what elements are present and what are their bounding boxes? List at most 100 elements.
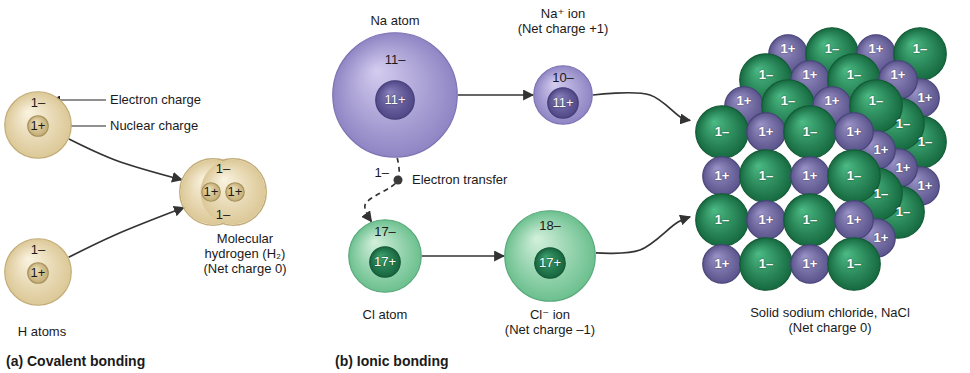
chloride-ion-sphere: 1–: [739, 237, 793, 291]
reaction-arrow: [69, 208, 184, 258]
chloride-ion-sphere: 1–: [783, 193, 837, 247]
nucleus: 1+: [225, 182, 245, 202]
node-heading: Na atom: [370, 14, 419, 29]
panel-title: (b) Ionic bonding: [335, 353, 449, 369]
text-line: (Net charge 0): [198, 262, 293, 277]
charge-label: 1+: [228, 185, 243, 200]
charge-label: 1–: [803, 213, 817, 228]
charge-label: 1–: [803, 125, 817, 140]
charge-label: 1+: [759, 213, 774, 228]
charge-label: 1–: [759, 169, 773, 184]
nucleus: 1+: [27, 262, 49, 284]
charge-label: 1+: [874, 143, 889, 158]
sodium-ion-sphere: 1+: [702, 244, 742, 284]
charge-label: 1–: [216, 208, 230, 223]
nucleus: 11+: [547, 87, 579, 119]
charge-label: 1–: [847, 68, 861, 83]
sodium-ion-sphere: 1+: [834, 112, 874, 152]
sodium-ion-sphere: 1+: [746, 200, 786, 240]
charge-label: 1–: [781, 94, 795, 109]
charge-label: 1+: [737, 94, 752, 109]
charge-label: 1+: [891, 68, 906, 83]
panel-title: (a) Covalent bonding: [6, 353, 145, 369]
charge-label: 1+: [847, 125, 862, 140]
nucleus: 1+: [201, 182, 221, 202]
text-line: Solid sodium chloride, NaCl: [750, 306, 910, 321]
charge-label: 1+: [918, 179, 933, 194]
charge-label: 1–: [869, 94, 883, 109]
nucleus: 11+: [375, 80, 415, 120]
text-line: Molecular hydrogen (H₂): [198, 232, 293, 262]
text-line: (Net charge +1): [518, 22, 609, 37]
chloride-ion-sphere: 1–: [695, 193, 749, 247]
chloride-ion: 17+18–Cl⁻ ion (Net charge –1): [504, 210, 596, 302]
charge-label: 1–: [896, 117, 910, 132]
sodium-atom: 11+Na atom11–: [332, 32, 458, 158]
charge-label: 1+: [803, 257, 818, 272]
reaction-arrow: [593, 93, 690, 121]
crystal-lattice: 1+ 1– 1+ 1– 1+ 1– 1+ 1– 1+ 1– 1+ 1– 1+ 1– 1+ 1– 1+ 1– 1+ 1–…: [690, 22, 960, 296]
electron-charge: 1–: [375, 166, 389, 181]
callout-label: Nuclear charge: [110, 119, 198, 134]
charge-label: 1–: [759, 68, 773, 83]
hydrogen-molecule: 1+1+1–1–Molecular hydrogen (H₂) (Net cha…: [179, 158, 267, 226]
text-line: (Net charge –1): [505, 323, 595, 338]
charge-label: 1+: [803, 169, 818, 184]
nucleus: 1+: [27, 115, 49, 137]
hydrogen-atom: 1+ 1–: [4, 91, 72, 159]
chloride-ion-sphere: 1–: [783, 105, 837, 159]
charge-label: 1+: [869, 42, 884, 57]
charge-label: 11+: [552, 96, 573, 111]
charge-label: 1+: [31, 266, 46, 281]
sodium-ion: 11+Na⁺ ion (Net charge +1)10–: [533, 65, 593, 125]
charge-label: 1+: [31, 119, 46, 134]
charge-label: 1+: [874, 231, 889, 246]
reaction-arrow: [422, 255, 504, 257]
charge-label: 17+: [539, 256, 561, 271]
charge-label: 1–: [896, 205, 910, 220]
charge-label: 1+: [896, 161, 911, 176]
chlorine-atom: 17+17–Cl atom: [348, 219, 422, 293]
charge-label: 1+: [759, 125, 774, 140]
node-heading: Molecular hydrogen (H₂) (Net charge 0): [198, 232, 293, 277]
sodium-ion-sphere: 1+: [790, 156, 830, 196]
reaction-arrow: [69, 139, 182, 180]
charge-label: 18–: [539, 219, 561, 234]
charge-label: 1+: [803, 68, 818, 83]
electron-dot: [394, 176, 403, 185]
chloride-ion-sphere: 1–: [695, 105, 749, 159]
charge-label: 17+: [374, 255, 396, 270]
charge-label: 1–: [715, 213, 729, 228]
charge-label: 1–: [847, 257, 861, 272]
callout-label: Electron charge: [110, 93, 201, 108]
charge-label: 1–: [847, 169, 861, 184]
text-line: Cl⁻ ion: [505, 308, 595, 323]
electron-transfer-arrow: [365, 158, 399, 222]
charge-label: 1–: [759, 257, 773, 272]
sodium-ion-sphere: 1+: [746, 112, 786, 152]
charge-label: 17–: [374, 225, 396, 240]
chloride-ion-sphere: 1–: [827, 237, 881, 291]
charge-label: 1–: [715, 125, 729, 140]
nucleus: 17+: [369, 246, 401, 278]
charge-label: 1–: [31, 243, 45, 258]
charge-label: 1+: [715, 169, 730, 184]
node-heading: Solid sodium chloride, NaCl (Net charge …: [750, 306, 910, 336]
charge-label: 1–: [825, 42, 839, 57]
node-heading: Na⁺ ion (Net charge +1): [518, 7, 609, 37]
charge-label: 1–: [874, 187, 888, 202]
text-line: Na⁺ ion: [518, 7, 609, 22]
charge-label: 1+: [825, 94, 840, 109]
text-line: (Net charge 0): [750, 321, 910, 336]
charge-label: 1–: [216, 162, 230, 177]
reaction-arrow: [458, 94, 533, 96]
charge-label: 1+: [204, 185, 219, 200]
node-heading: Cl atom: [363, 308, 408, 323]
hydrogen-atom: 1+ 1–: [4, 238, 72, 306]
charge-label: 1–: [918, 135, 932, 150]
charge-label: 11–: [385, 53, 406, 68]
edge-label: Electron transfer: [410, 173, 509, 188]
charge-label: 10–: [552, 71, 574, 86]
charge-label: 1–: [31, 96, 45, 111]
